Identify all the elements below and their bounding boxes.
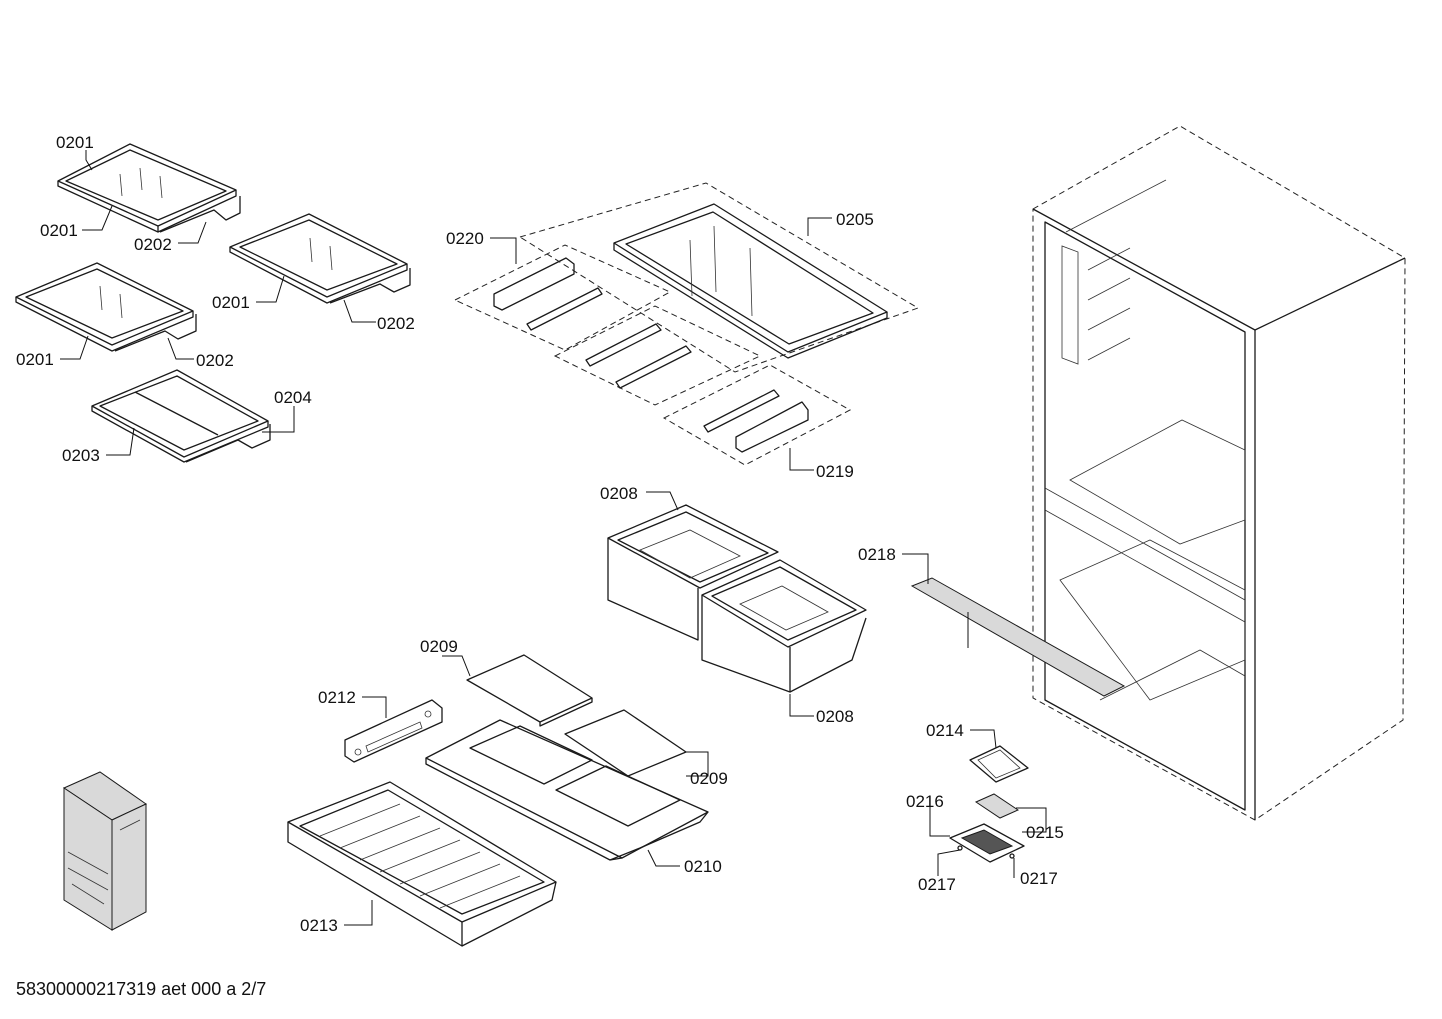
crisper-drawer-right [701, 559, 867, 693]
shelf-frame-0205 [518, 182, 920, 373]
label-0203: 0203 [62, 446, 100, 465]
glass-shelf-right [229, 213, 411, 304]
rail-group-right [662, 364, 852, 466]
label-0215: 0215 [1026, 823, 1064, 842]
label-0214: 0214 [926, 721, 964, 740]
overview-cabinet-icon [62, 771, 147, 931]
label-0217-left: 0217 [918, 875, 956, 894]
refrigerator-cabinet [1032, 125, 1406, 821]
label-0204: 0204 [274, 388, 312, 407]
part-labels: 0201 0201 0202 0201 0202 0201 0202 0204 … [16, 133, 1064, 935]
label-0209-top: 0209 [420, 637, 458, 656]
glass-shelf-top [57, 143, 241, 233]
label-0217-right: 0217 [1020, 869, 1058, 888]
label-0201-left: 0201 [16, 350, 54, 369]
crisper-drawer-left [607, 504, 779, 641]
split-glass-shelf [91, 369, 271, 463]
label-0202-top: 0202 [134, 235, 172, 254]
control-panel-0212 [344, 699, 443, 763]
label-0210: 0210 [684, 857, 722, 876]
label-0201-top: 0201 [56, 133, 94, 152]
label-0208-top: 0208 [600, 484, 638, 503]
leader-lines [60, 150, 1047, 926]
label-0212: 0212 [318, 688, 356, 707]
part-0214 [969, 745, 1029, 783]
deli-frame-0210 [425, 719, 709, 861]
label-0209-right: 0209 [690, 769, 728, 788]
label-0216: 0216 [906, 792, 944, 811]
label-0202-left: 0202 [196, 351, 234, 370]
rail-group-left [453, 244, 672, 351]
part-0216 [949, 823, 1025, 863]
document-code: 58300000217319 aet 000 a 2/7 [16, 979, 267, 999]
glass-cover-0209-left [466, 654, 593, 727]
label-0218: 0218 [858, 545, 896, 564]
label-0201-top-left: 0201 [40, 221, 78, 240]
label-0213: 0213 [300, 916, 338, 935]
label-0205: 0205 [836, 210, 874, 229]
glass-shelf-left [15, 262, 197, 352]
label-0202-right: 0202 [377, 314, 415, 333]
label-0220: 0220 [446, 229, 484, 248]
cover-strip-0218 [910, 577, 1126, 697]
rail-group-middle [553, 305, 762, 406]
label-0208-bottom: 0208 [816, 707, 854, 726]
glass-cover-0209-right [564, 709, 687, 777]
deli-drawer-0213 [287, 781, 557, 947]
part-0215 [974, 793, 1020, 819]
label-0219: 0219 [816, 462, 854, 481]
label-0201-right: 0201 [212, 293, 250, 312]
